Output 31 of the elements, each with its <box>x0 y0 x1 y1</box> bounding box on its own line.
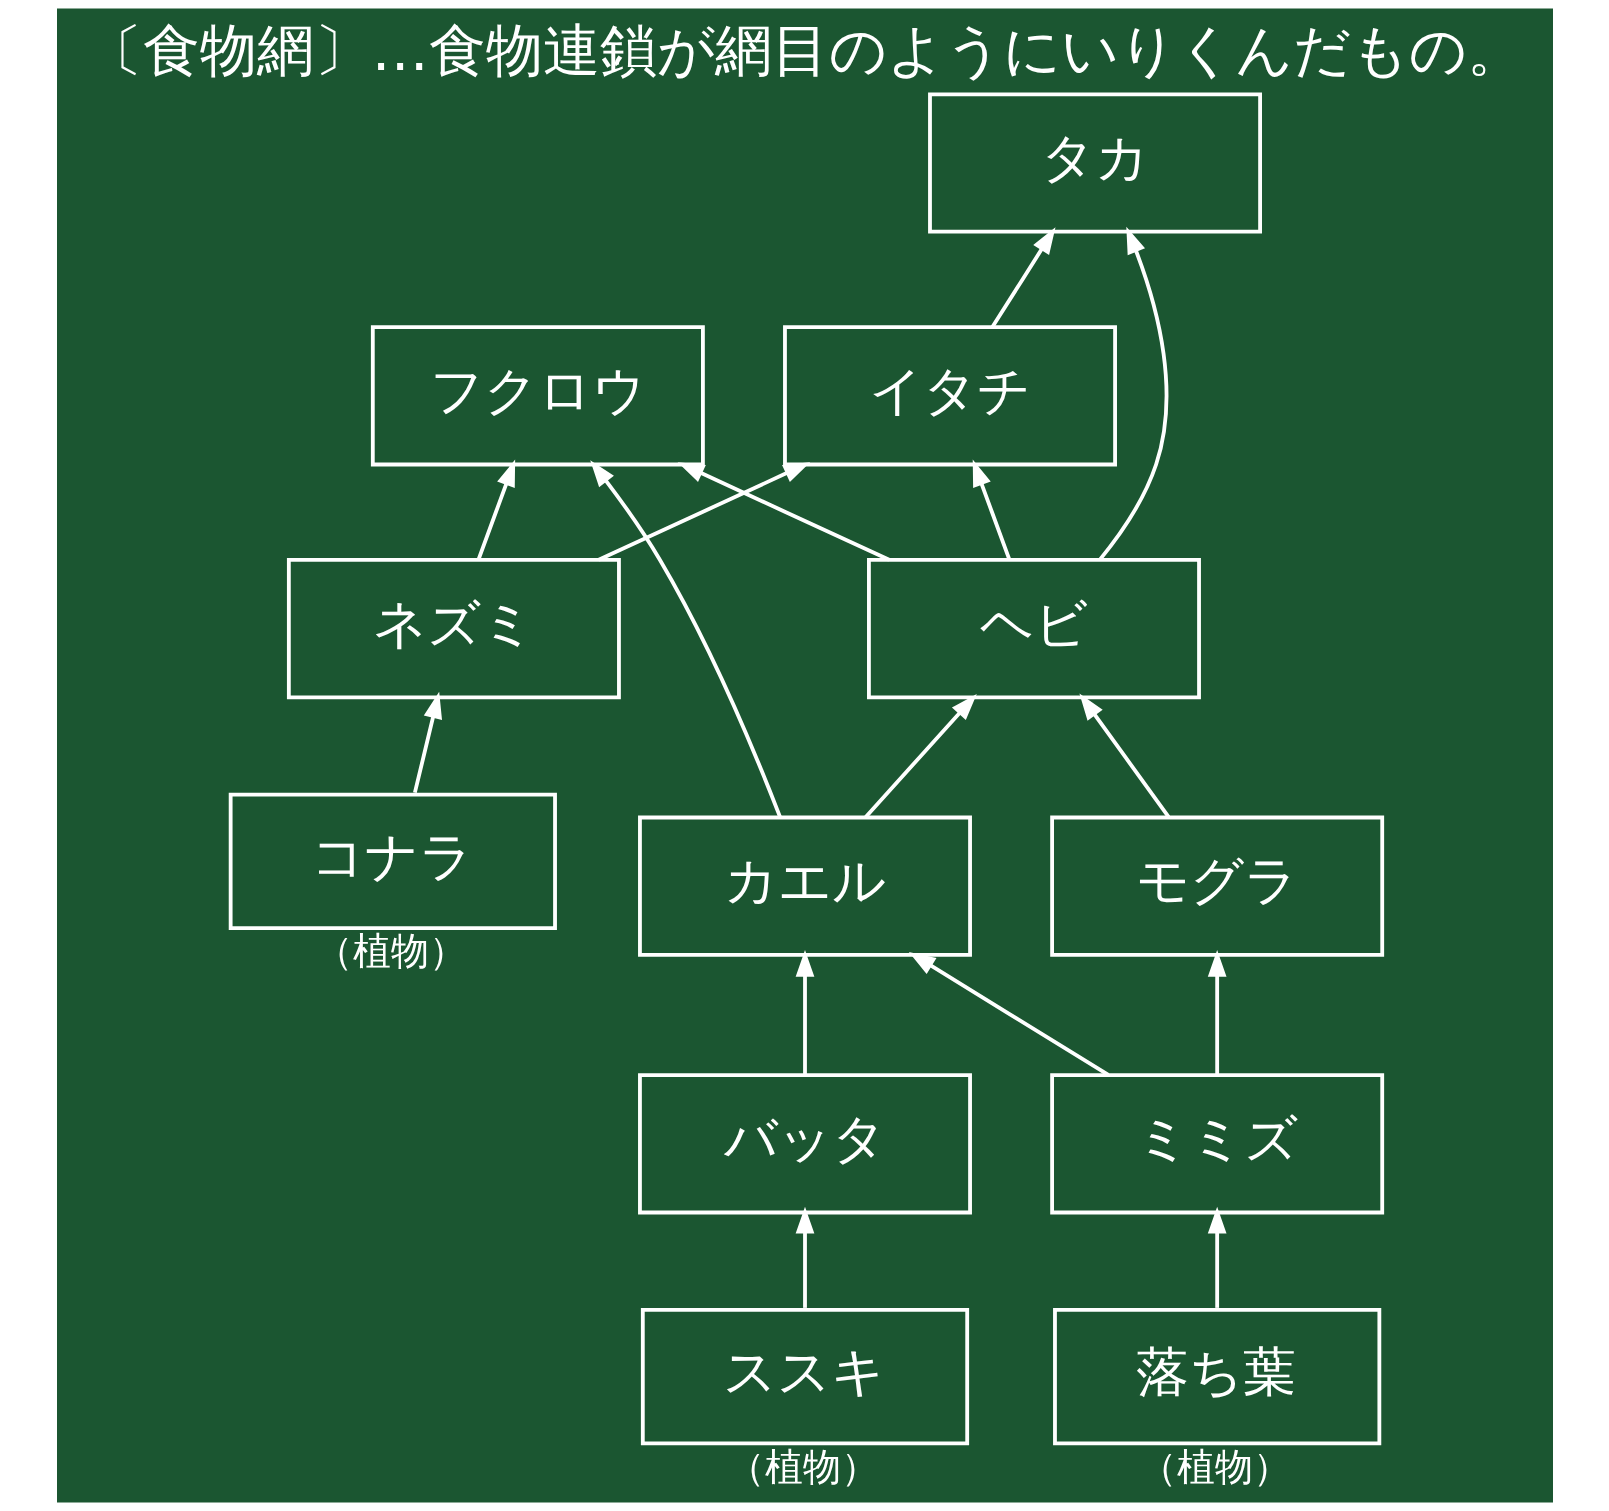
node-box: コナラ <box>228 792 557 931</box>
node-box: ミミズ <box>1049 1073 1384 1215</box>
node-box: フクロウ <box>370 325 705 467</box>
arrow <box>795 950 814 1075</box>
node-label: （植物） <box>726 1444 879 1489</box>
arrow <box>597 462 810 562</box>
node-box: ススキ <box>640 1307 969 1446</box>
diagram-title: 〔食物網〕…食物連鎖が網目のようにいりくんだもの。 <box>85 16 1524 83</box>
arrow <box>677 462 890 562</box>
arrow <box>795 1206 814 1308</box>
arrow <box>863 693 977 819</box>
node-label: （植物） <box>1138 1444 1291 1489</box>
arrow <box>589 460 782 818</box>
node-box: バッタ <box>637 1073 972 1215</box>
node-box: ネズミ <box>286 558 621 700</box>
arrow <box>476 459 515 561</box>
node-box: イタチ <box>782 325 1117 467</box>
arrow <box>412 691 442 794</box>
arrow <box>1078 693 1170 819</box>
node-box: カエル <box>637 815 972 957</box>
node-box: ヘビ <box>866 558 1201 700</box>
node-box: モグラ <box>1049 815 1384 957</box>
arrow <box>972 459 1011 561</box>
arrow <box>1207 950 1227 1075</box>
node-box: タカ <box>927 92 1262 234</box>
node-box: 落ち葉 <box>1052 1307 1381 1446</box>
arrow <box>990 227 1055 329</box>
node-label: （植物） <box>314 929 467 974</box>
arrow <box>908 952 1109 1077</box>
arrow <box>1207 1206 1227 1308</box>
arrow <box>1097 226 1168 562</box>
